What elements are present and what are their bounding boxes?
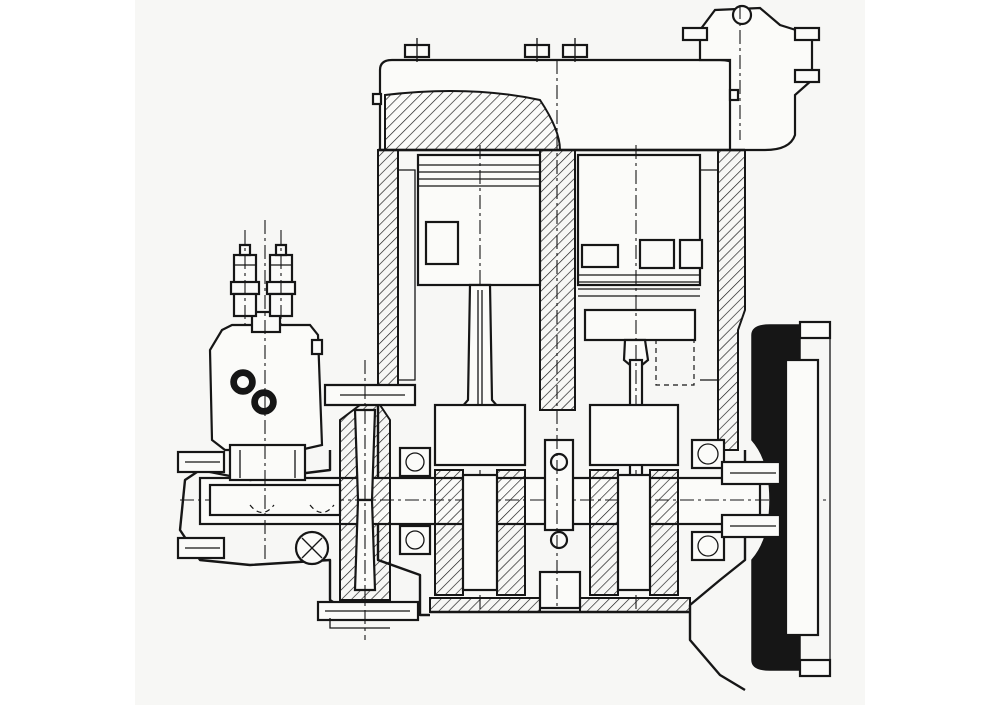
right-piston bbox=[576, 145, 704, 610]
centre-lines bbox=[264, 60, 558, 640]
cylinder-head-cover bbox=[378, 4, 814, 152]
head-bolts bbox=[371, 26, 821, 106]
flywheel bbox=[720, 320, 832, 678]
crankshaft bbox=[180, 403, 830, 596]
injection-pump bbox=[208, 310, 324, 482]
main-bearings bbox=[398, 438, 726, 562]
crankcase bbox=[376, 400, 747, 692]
left-piston bbox=[416, 145, 542, 610]
pump-drive-shaft bbox=[176, 450, 342, 566]
delivery-valve-holders bbox=[229, 230, 297, 330]
